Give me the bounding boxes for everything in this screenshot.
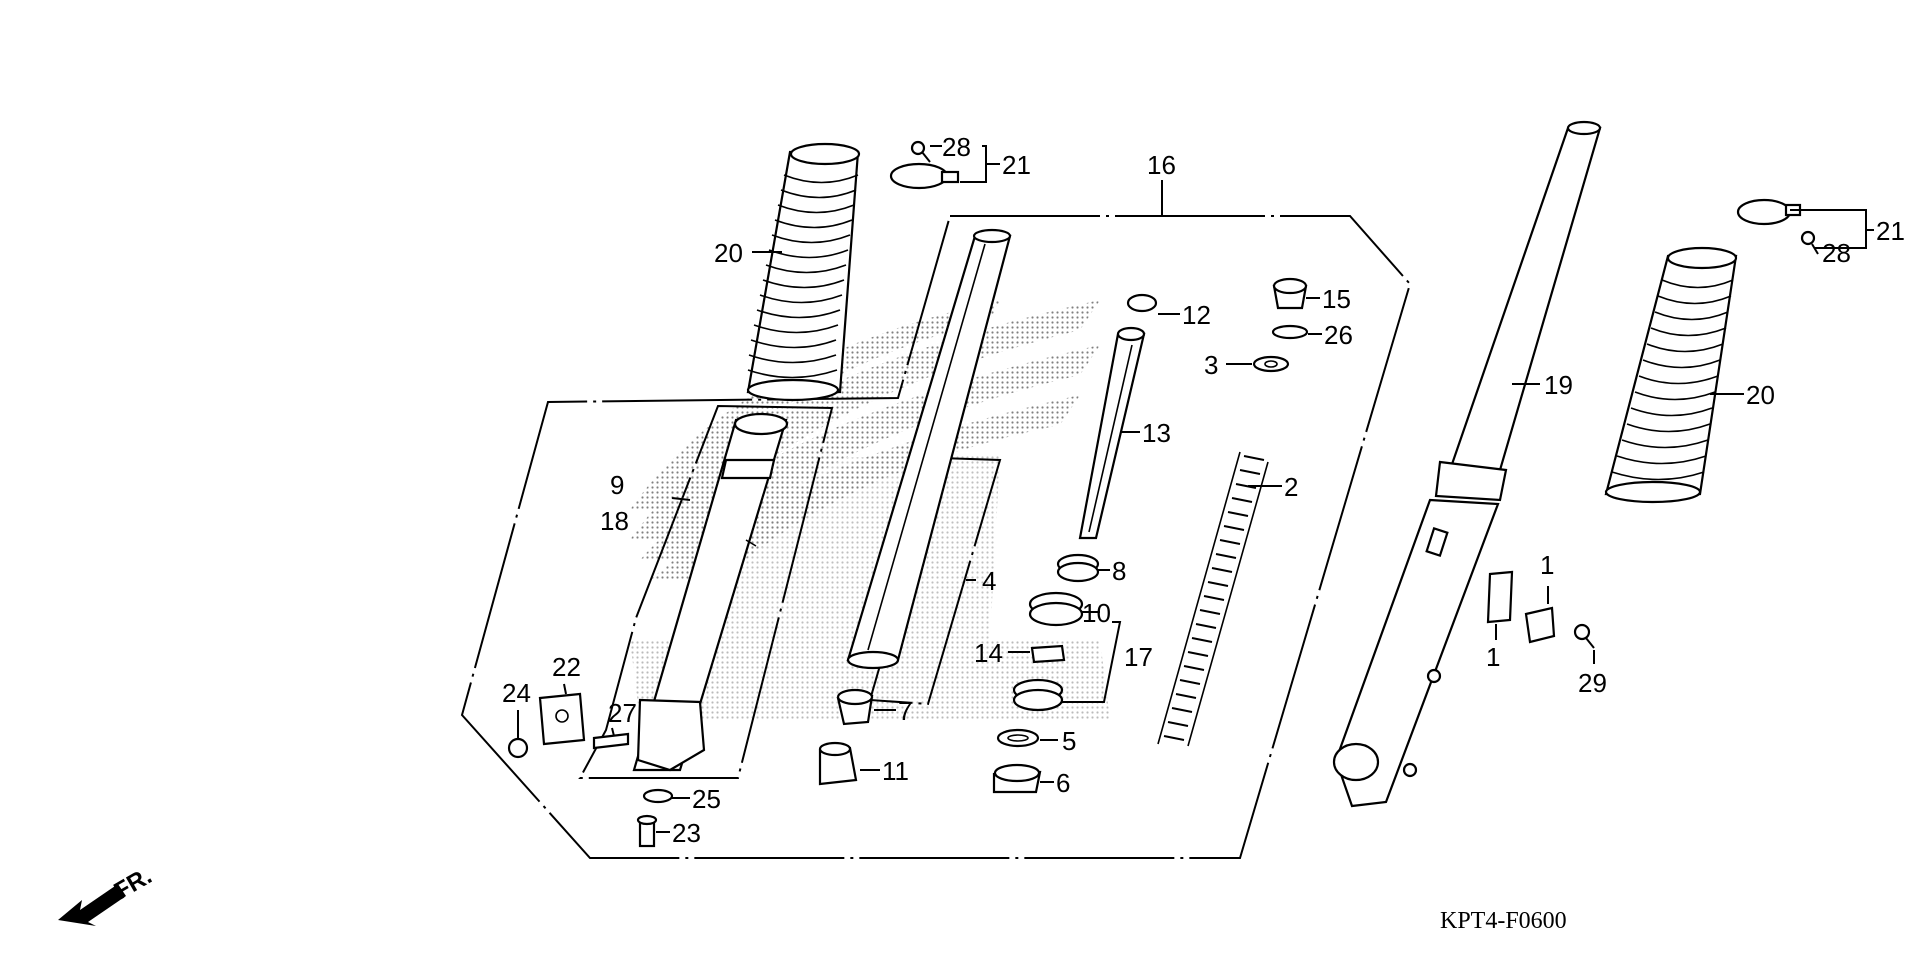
fork-spring	[1157, 451, 1269, 747]
callout-3: 3	[1204, 350, 1218, 380]
fork-boot-left	[746, 142, 861, 402]
dust-seal	[992, 763, 1042, 794]
callout-11: 11	[882, 756, 909, 786]
callout-1-lower: 1	[1486, 642, 1500, 672]
callout-7: 7	[898, 696, 912, 726]
damper-rod	[1078, 326, 1146, 540]
oil-lock-piece	[836, 688, 874, 726]
spring-seat	[1252, 355, 1290, 373]
callout-27: 27	[608, 698, 637, 728]
callout-14: 14	[974, 638, 1003, 668]
callout-20-right: 20	[1746, 380, 1775, 410]
callout-28-right: 28	[1822, 238, 1851, 268]
socket-bolt	[636, 814, 658, 848]
oil-seal	[1028, 591, 1084, 627]
inner-slider-boundary	[578, 404, 834, 779]
oil-lock-cap	[818, 741, 858, 786]
fork-pipe	[846, 228, 1012, 670]
washer	[642, 788, 674, 804]
callout-23: 23	[672, 818, 701, 848]
callout-20: 20	[714, 238, 743, 268]
slide-bushing	[1030, 644, 1066, 664]
fork-boot-right	[1604, 246, 1738, 504]
callout-19: 19	[1544, 370, 1573, 400]
o-ring	[1271, 324, 1309, 340]
callout-17: 17	[1124, 642, 1153, 672]
callout-5: 5	[1062, 726, 1076, 756]
callout-21: 21	[1002, 150, 1031, 180]
stud-bolt	[592, 732, 630, 750]
callout-labels: 28 21 16 20 12 15 26 3 13 2 9 18 4 8 10 …	[502, 132, 1905, 848]
callout-4: 4	[982, 566, 996, 596]
hose-guide-bracket-b	[1524, 606, 1556, 644]
callout-10: 10	[1082, 598, 1111, 628]
oil-seal-ring	[996, 728, 1040, 748]
clamp-screw-left	[910, 140, 931, 163]
axle-holder	[538, 692, 586, 746]
callout-15: 15	[1322, 284, 1351, 314]
callout-12: 12	[1182, 300, 1211, 330]
callout-22: 22	[552, 652, 581, 682]
front-direction-arrow: FR.	[58, 862, 156, 926]
callout-8: 8	[1112, 556, 1126, 586]
fork-assembly-right	[1332, 120, 1602, 808]
callout-6: 6	[1056, 768, 1070, 798]
clamp-screw-right	[1800, 230, 1819, 255]
callout-1-upper: 1	[1540, 550, 1554, 580]
callout-18: 18	[600, 506, 629, 536]
callout-2: 2	[1284, 472, 1298, 502]
callout-16: 16	[1147, 150, 1176, 180]
diagram-code: KPT4-F0600	[1440, 908, 1567, 934]
callout-28: 28	[942, 132, 971, 162]
fork-bolt	[1272, 277, 1308, 310]
callout-9: 9	[610, 470, 624, 500]
callout-13: 13	[1142, 418, 1171, 448]
guide-bushing	[1012, 678, 1064, 712]
boot-clamp-left	[889, 162, 960, 190]
axle-holder-nut	[507, 737, 529, 759]
hose-guide-bracket-a	[1486, 570, 1514, 624]
callout-21-right: 21	[1876, 216, 1905, 246]
callout-24: 24	[502, 678, 531, 708]
bracket-bolt	[1573, 623, 1595, 649]
callout-25: 25	[692, 784, 721, 814]
boot-clamp-right	[1736, 198, 1802, 226]
rebound-spring-ring	[1056, 553, 1100, 583]
callout-29: 29	[1578, 668, 1607, 698]
fork-slider	[632, 412, 789, 772]
leader-lines	[517, 145, 1874, 833]
callout-26: 26	[1324, 320, 1353, 350]
stopper-ring	[1126, 293, 1158, 313]
